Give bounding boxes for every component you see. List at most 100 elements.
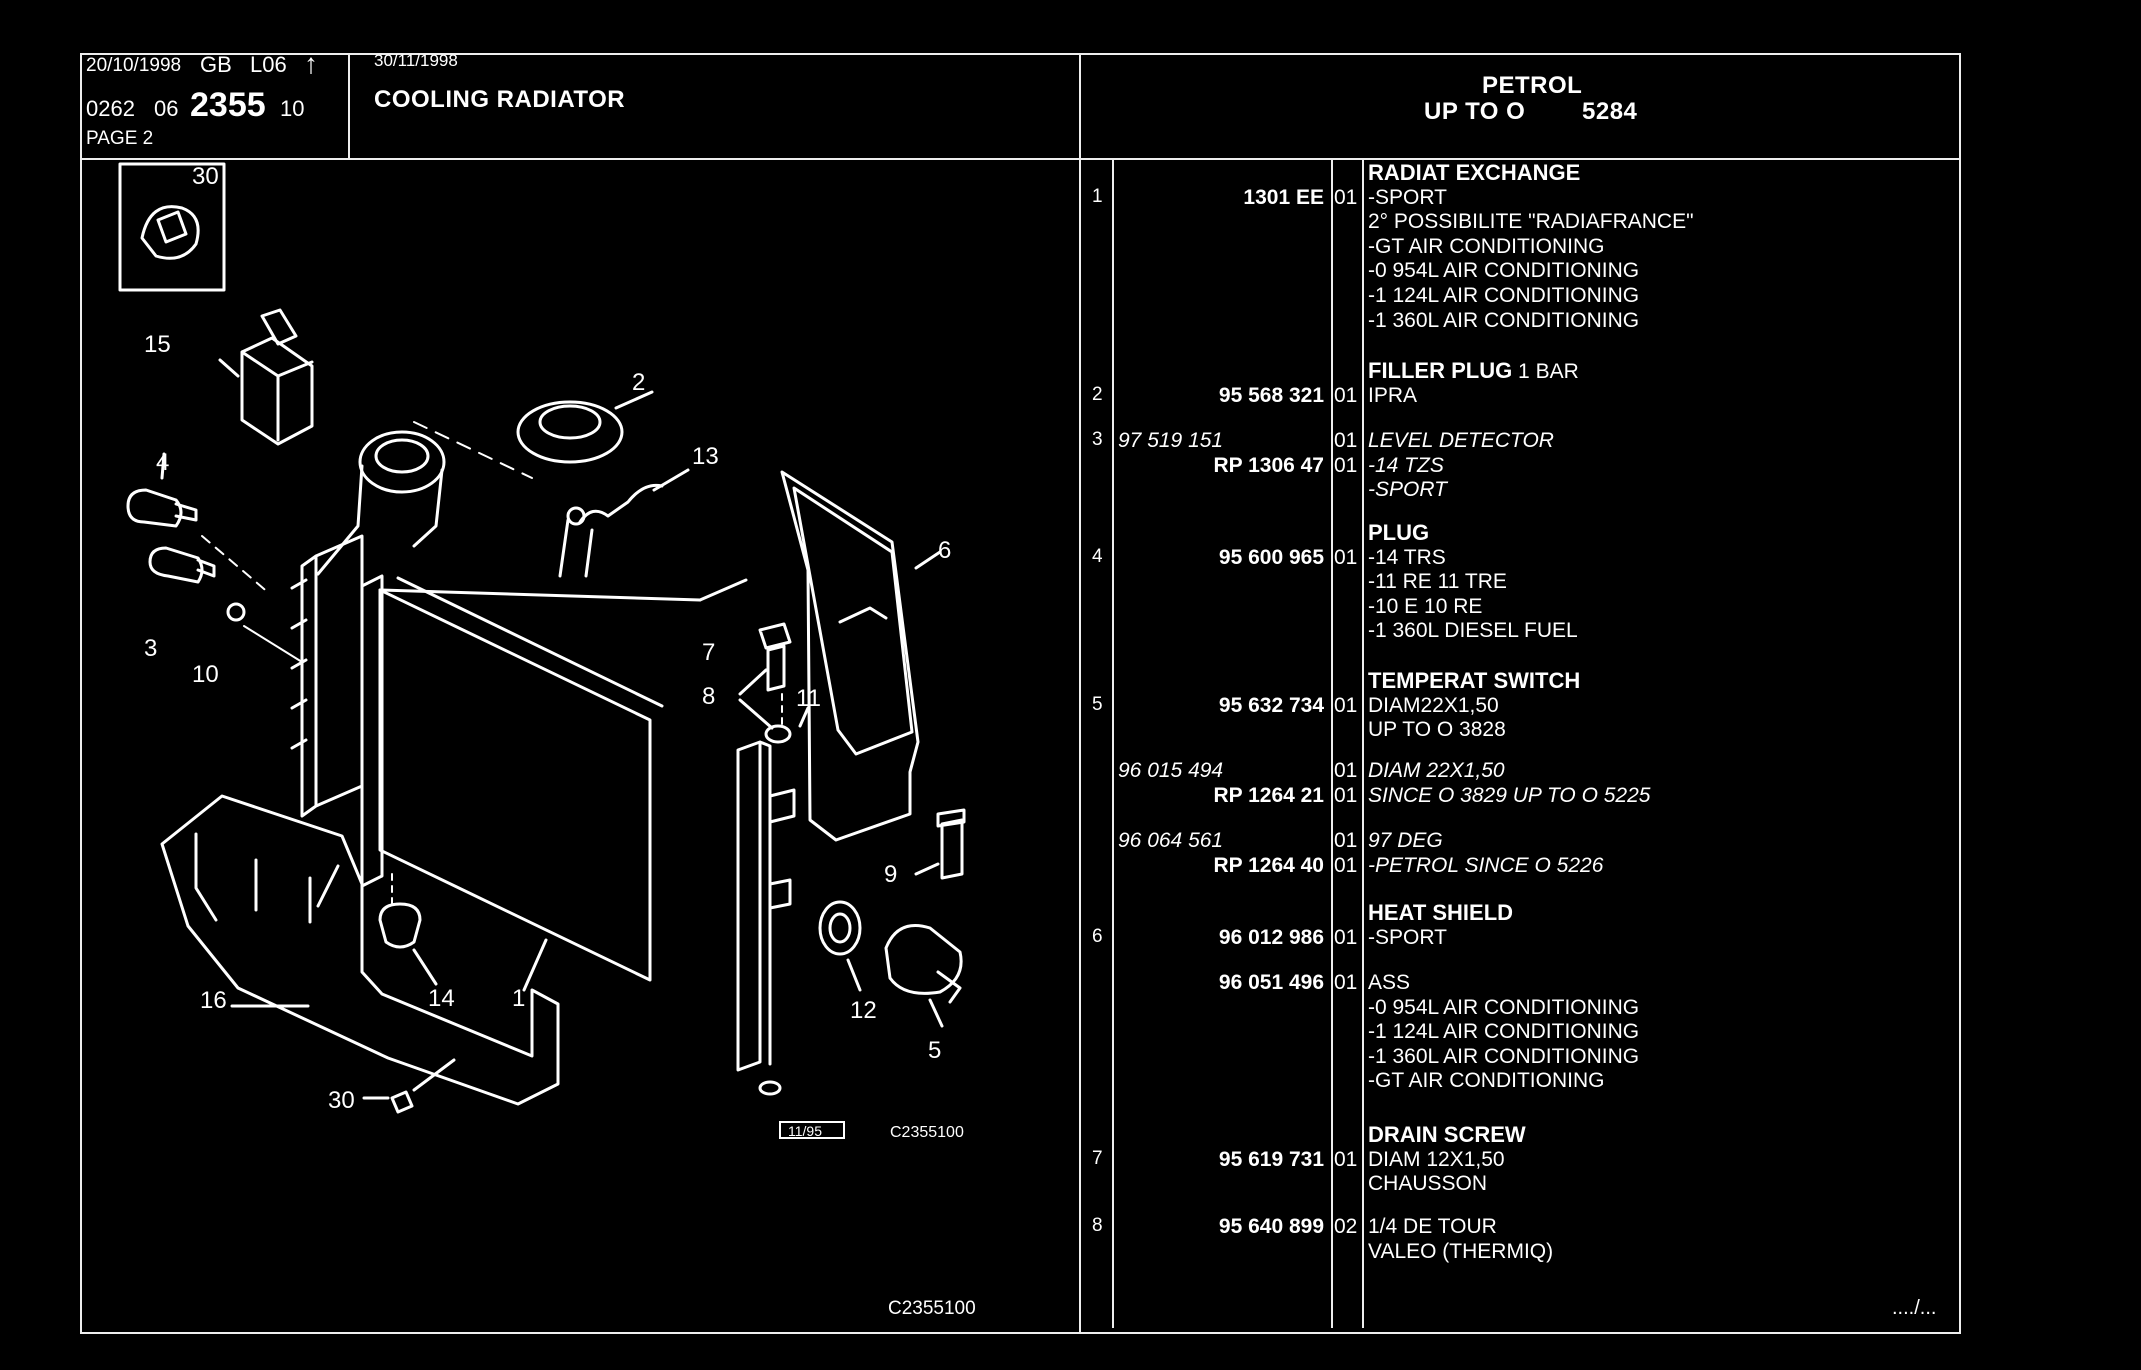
part-qty: 01 bbox=[1334, 1147, 1358, 1171]
header-range: UP TO O bbox=[1424, 98, 1526, 125]
part-desc-line: DIAM 12X1,50 bbox=[1368, 1147, 1505, 1171]
drawing-code-bottom: C2355100 bbox=[888, 1298, 976, 1319]
part-ref: 95 568 321 bbox=[1218, 383, 1324, 407]
item-4-fitting bbox=[126, 488, 198, 528]
header-arrow-icon: ↑ bbox=[304, 48, 318, 79]
filler-neck bbox=[358, 430, 446, 494]
radiator-right-tank bbox=[736, 740, 772, 1072]
col-line-1 bbox=[1112, 158, 1114, 1328]
part-qty: 01 bbox=[1334, 783, 1358, 807]
part-ref: 96 012 986 bbox=[1218, 925, 1324, 949]
callout-30-top: 30 bbox=[192, 163, 219, 190]
part-index: 8 bbox=[1092, 1215, 1103, 1236]
callout-2: 2 bbox=[632, 369, 645, 396]
part-qty: 02 bbox=[1334, 1215, 1358, 1238]
part-ref: RP 1264 21 bbox=[1213, 783, 1324, 807]
part-desc-line: RADIAT EXCHANGE bbox=[1368, 160, 1581, 185]
callout-12: 12 bbox=[850, 997, 877, 1024]
part-desc-line: HEAT SHIELD bbox=[1368, 900, 1514, 925]
part-desc-line: -1 360L AIR CONDITIONING bbox=[1368, 308, 1640, 332]
callout-8: 8 bbox=[702, 683, 715, 710]
header-code-c: 10 bbox=[280, 96, 305, 121]
part-desc-line: -10 E 10 RE bbox=[1368, 594, 1483, 618]
part-qty: 01 bbox=[1334, 829, 1358, 852]
part-desc-line: 1/4 DE TOUR bbox=[1368, 1215, 1497, 1238]
part-desc-line: DIAM22X1,50 bbox=[1368, 693, 1499, 717]
part-desc-line: LEVEL DETECTOR bbox=[1368, 429, 1554, 452]
item-30-clip-small bbox=[390, 1090, 414, 1114]
callout-3: 3 bbox=[144, 635, 157, 662]
part-qty: 01 bbox=[1334, 925, 1358, 949]
col-line-2 bbox=[1331, 158, 1333, 1328]
part-desc-line: -1 124L AIR CONDITIONING bbox=[1368, 1020, 1640, 1044]
header-market: GB bbox=[200, 52, 232, 77]
part-desc-line: VALEO (THERMIQ) bbox=[1368, 1239, 1554, 1263]
part-desc-line: PLUG bbox=[1368, 520, 1430, 545]
continued-marker: ..../... bbox=[1892, 1297, 1937, 1319]
header-date2: 30/11/1998 bbox=[374, 51, 458, 70]
item-10-washer bbox=[226, 602, 246, 622]
part-desc-line: -11 RE 11 TRE bbox=[1368, 570, 1507, 594]
part-qty: 01 bbox=[1334, 759, 1358, 782]
part-ref: RP 1264 40 bbox=[1213, 853, 1324, 877]
part-alt-ref: 97 519 151 bbox=[1118, 429, 1224, 452]
callout-14: 14 bbox=[428, 985, 455, 1012]
radiator-core bbox=[378, 576, 664, 982]
page-title: COOLING RADIATOR bbox=[374, 86, 626, 113]
header-page: PAGE 2 bbox=[86, 128, 154, 149]
part-desc-line: -0 954L AIR CONDITIONING bbox=[1368, 259, 1640, 283]
item-3-fitting bbox=[148, 546, 216, 584]
part-desc-line: -SPORT bbox=[1368, 185, 1447, 209]
part-ref: 95 640 899 bbox=[1218, 1215, 1324, 1238]
part-desc-line: 2° POSSIBILITE "RADIAFRANCE" bbox=[1368, 210, 1694, 234]
callout-30-bottom: 30 bbox=[328, 1087, 355, 1114]
part-desc-line: DRAIN SCREW bbox=[1368, 1122, 1526, 1147]
part-ref: 96 051 496 bbox=[1218, 971, 1324, 994]
part-desc-line: -1 360L AIR CONDITIONING bbox=[1368, 1044, 1640, 1068]
item-7-drain-screw bbox=[758, 622, 792, 692]
part-desc-line: UP TO O 3828 bbox=[1368, 718, 1506, 742]
part-qty: 01 bbox=[1334, 185, 1358, 209]
part-index: 5 bbox=[1092, 693, 1103, 715]
radiator-left-tank bbox=[290, 534, 364, 818]
part-desc-line: -0 954L AIR CONDITIONING bbox=[1368, 995, 1640, 1019]
item-14-grommet bbox=[378, 902, 422, 949]
header-code-main: 2355 bbox=[190, 86, 266, 124]
item-2-cap bbox=[516, 400, 624, 464]
item-5-switch bbox=[884, 924, 963, 1004]
part-ref: RP 1306 47 bbox=[1213, 453, 1324, 477]
part-desc-line: -GT AIR CONDITIONING bbox=[1368, 1069, 1605, 1093]
drawing-code-small: C2355100 bbox=[890, 1124, 964, 1141]
part-qty: 01 bbox=[1334, 971, 1358, 994]
sheet-frame bbox=[80, 53, 1961, 1334]
header-rule bbox=[80, 158, 1961, 160]
callout-13: 13 bbox=[692, 443, 719, 470]
item-11-washer bbox=[764, 724, 792, 744]
drawing-date: 11/95 bbox=[788, 1123, 822, 1139]
callout-9: 9 bbox=[884, 861, 897, 888]
header-code-a: 0262 bbox=[86, 96, 135, 121]
part-qty: 01 bbox=[1334, 429, 1358, 452]
callout-11: 11 bbox=[796, 685, 821, 712]
header-range-num: 5284 bbox=[1582, 98, 1638, 125]
part-qty: 01 bbox=[1334, 383, 1358, 407]
header-fuel: PETROL bbox=[1482, 72, 1583, 99]
callout-1: 1 bbox=[512, 985, 525, 1012]
part-qty: 01 bbox=[1334, 693, 1358, 717]
callout-6: 6 bbox=[938, 537, 951, 564]
part-index: 2 bbox=[1092, 383, 1103, 405]
part-qty: 01 bbox=[1334, 853, 1358, 877]
part-index: 7 bbox=[1092, 1147, 1103, 1169]
callout-10: 10 bbox=[192, 661, 219, 688]
item-9-fitting bbox=[936, 808, 966, 880]
item-16-deflector bbox=[160, 794, 560, 1106]
part-desc-line: -1 124L AIR CONDITIONING bbox=[1368, 284, 1640, 307]
callout-15: 15 bbox=[144, 331, 171, 358]
callout-5: 5 bbox=[928, 1037, 941, 1064]
part-alt-ref: 96 064 561 bbox=[1118, 829, 1224, 852]
part-desc-line: DIAM 22X1,50 bbox=[1368, 759, 1505, 782]
part-qty: 01 bbox=[1334, 453, 1358, 477]
exploded-diagram: 30 15 2 13 4 6 3 10 7 8 11 9 14 1 16 12 … bbox=[118, 162, 976, 1319]
part-alt-ref: 96 015 494 bbox=[1118, 759, 1224, 782]
part-desc-line: -14 TRS bbox=[1368, 545, 1446, 569]
